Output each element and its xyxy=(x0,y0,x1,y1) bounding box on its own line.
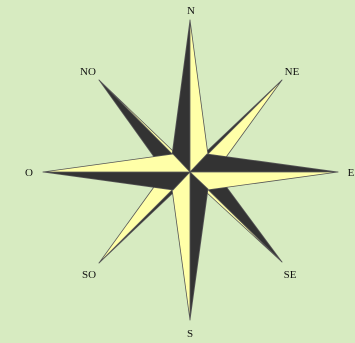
label-northeast: NE xyxy=(285,66,300,78)
label-west: O xyxy=(25,167,33,179)
label-southeast: SE xyxy=(284,269,297,281)
label-south: S xyxy=(187,328,193,340)
label-northwest: NO xyxy=(80,66,96,78)
label-north: N xyxy=(187,5,195,17)
label-southwest: SO xyxy=(82,269,96,281)
label-east: E xyxy=(348,167,355,179)
